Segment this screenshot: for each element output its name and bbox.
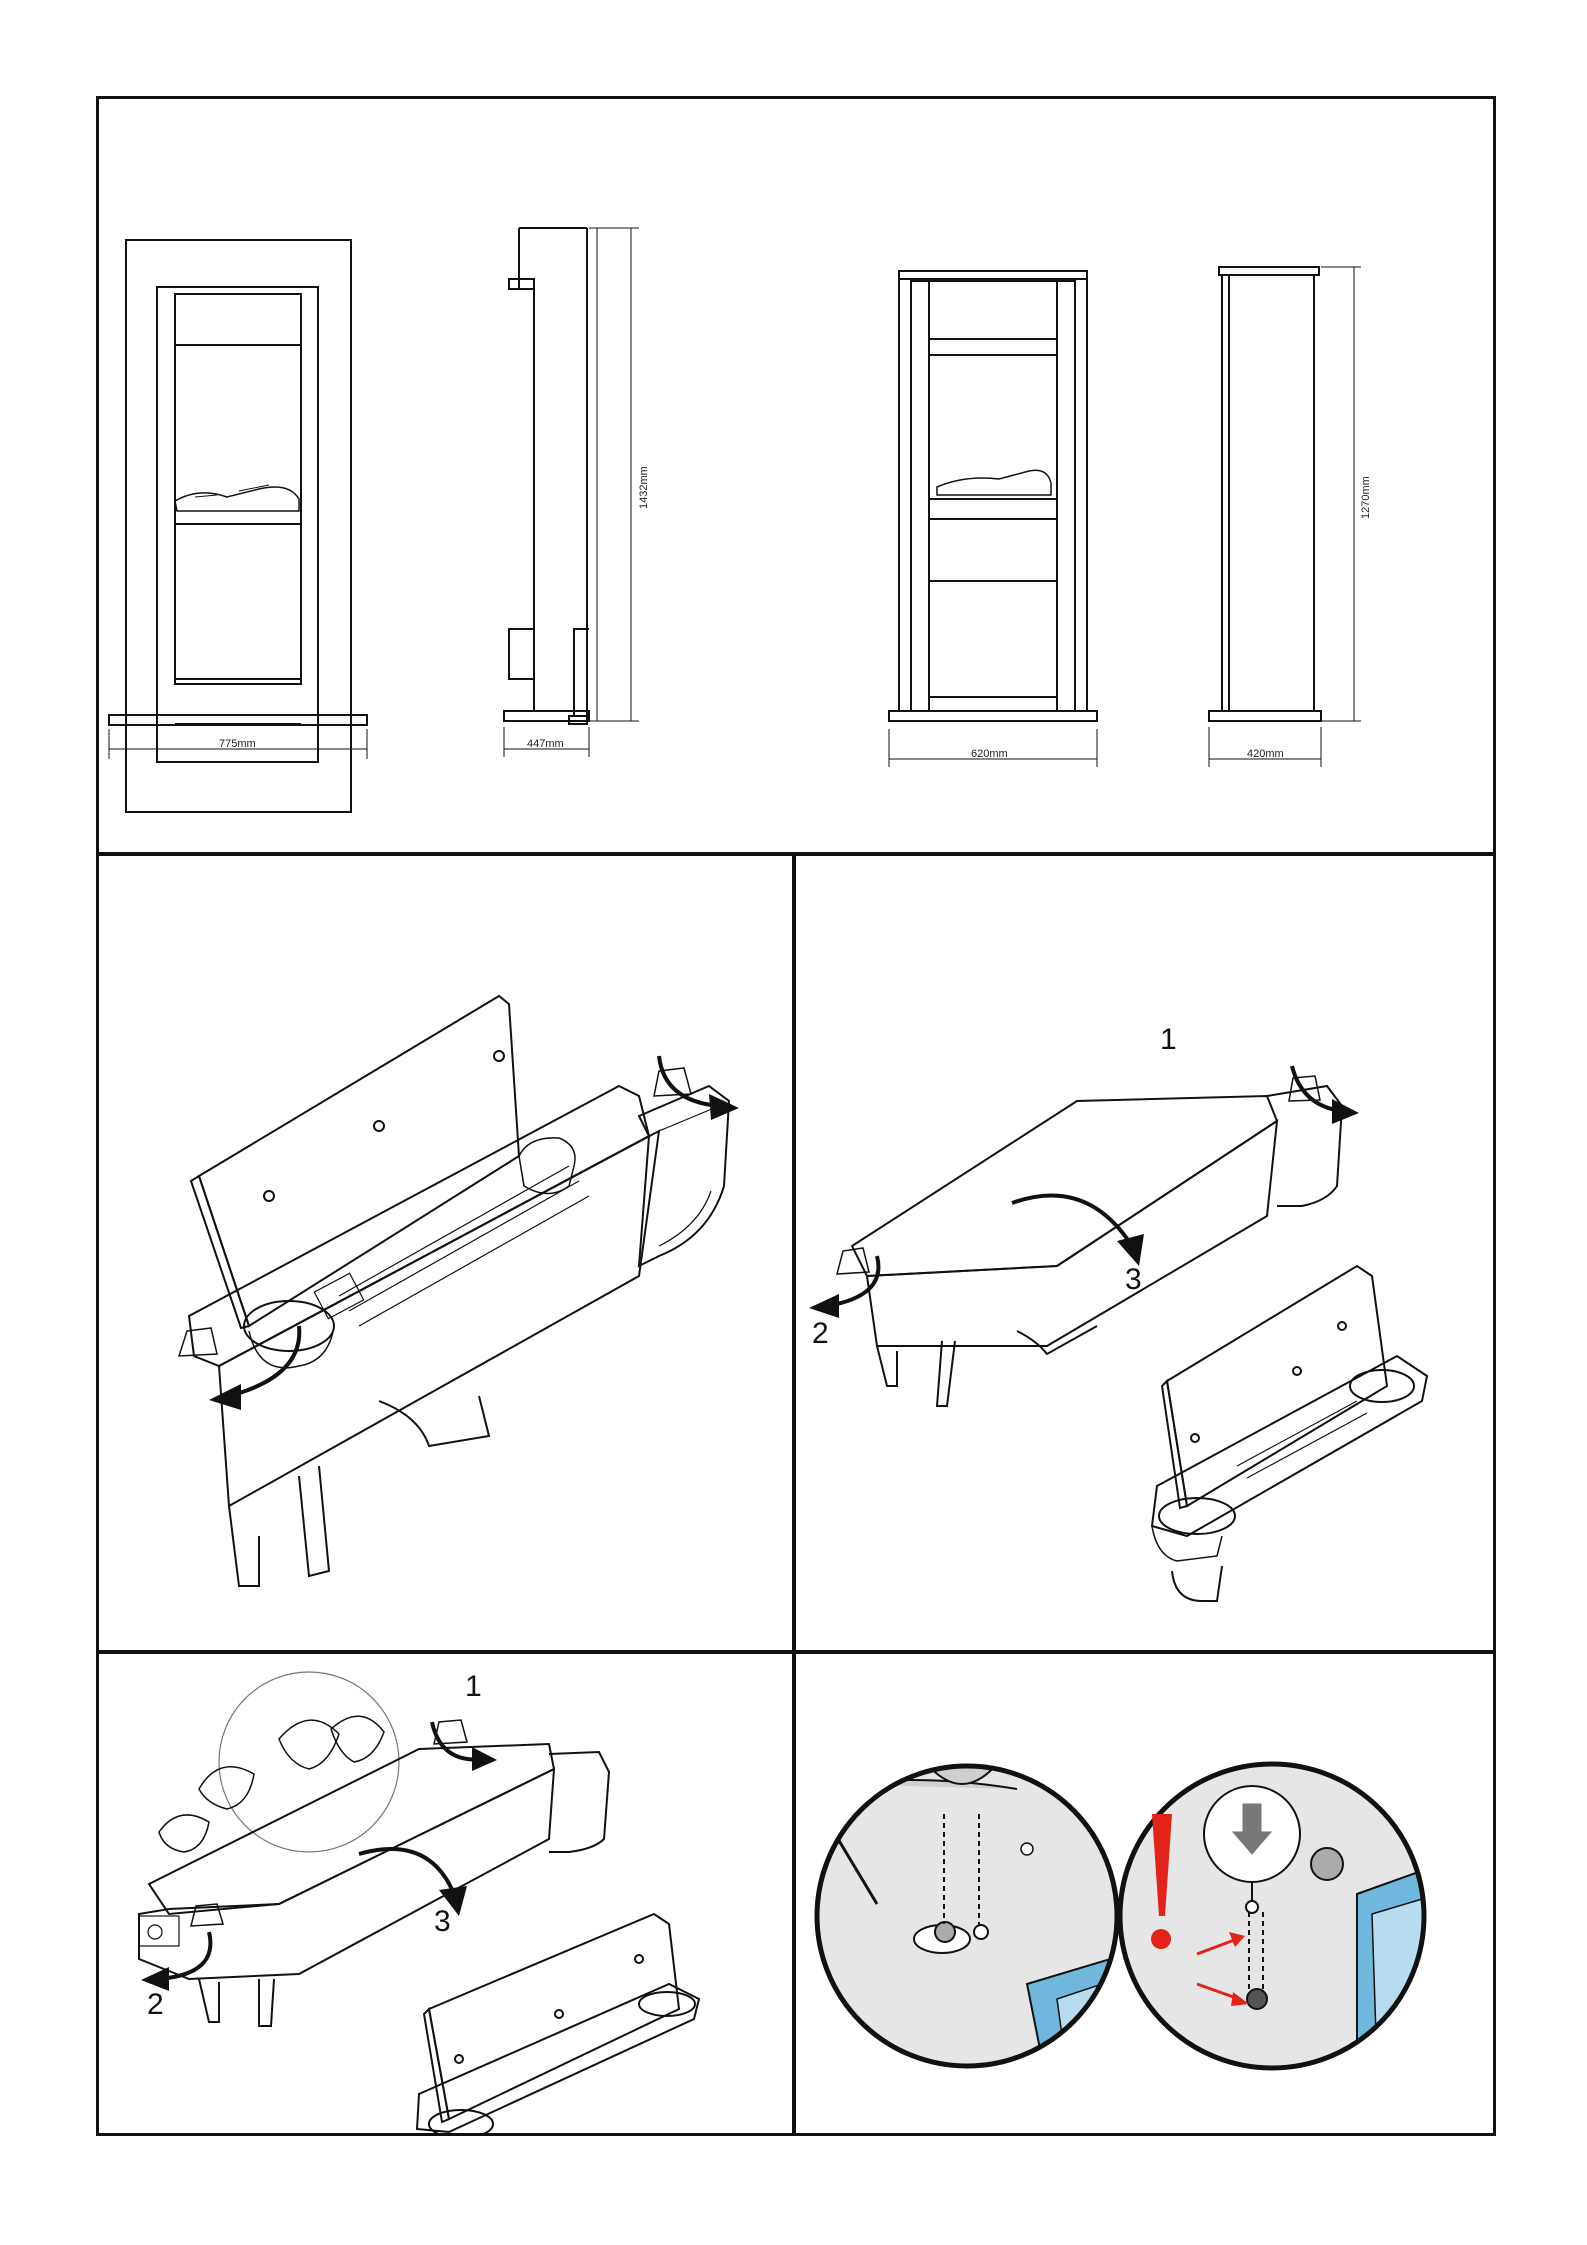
remove-burner-panel: 1 2 3 [797, 856, 1493, 1648]
side-a-height-label: 1432mm [638, 466, 650, 509]
front-b-width-label: 620mm [971, 748, 1008, 760]
nozzle-detail-after [1117, 1754, 1437, 2084]
side-b-depth-label: 420mm [1247, 748, 1284, 760]
model-b-front-view [889, 271, 1097, 767]
nozzle-alignment-panel [797, 1654, 1493, 2134]
step-3-number: 3 [1125, 1263, 1142, 1296]
step-2-number: 2 [147, 1988, 164, 2021]
nozzle-detail-before [797, 1754, 1137, 2084]
step-1-number: 1 [1160, 1023, 1177, 1056]
rotate-arrow-left [209, 1326, 299, 1410]
side-a-depth-label: 447mm [527, 738, 564, 750]
remove-burner-detail-panel: 1 2 3 [99, 1654, 791, 2134]
arrow-step-3 [359, 1849, 467, 1916]
arrow-step-1 [1292, 1066, 1359, 1124]
column-divider [792, 852, 796, 2136]
model-a-front-view [109, 240, 367, 812]
tray-rotate-panel [99, 856, 791, 1648]
model-a-side-view [504, 228, 639, 757]
model-b-side-view [1209, 267, 1361, 767]
step-3-number: 3 [434, 1905, 451, 1938]
side-b-height-label: 1270mm [1360, 476, 1372, 519]
front-a-width-label: 775mm [219, 738, 256, 750]
arrow-step-3 [1012, 1195, 1144, 1266]
step-2-number: 2 [812, 1317, 829, 1350]
rotate-arrow-right [659, 1056, 739, 1120]
dimension-drawings-panel: 775mm 447mm 1432mm 620mm 420mm 1270mm [99, 99, 1493, 851]
step-1-number: 1 [465, 1670, 482, 1703]
